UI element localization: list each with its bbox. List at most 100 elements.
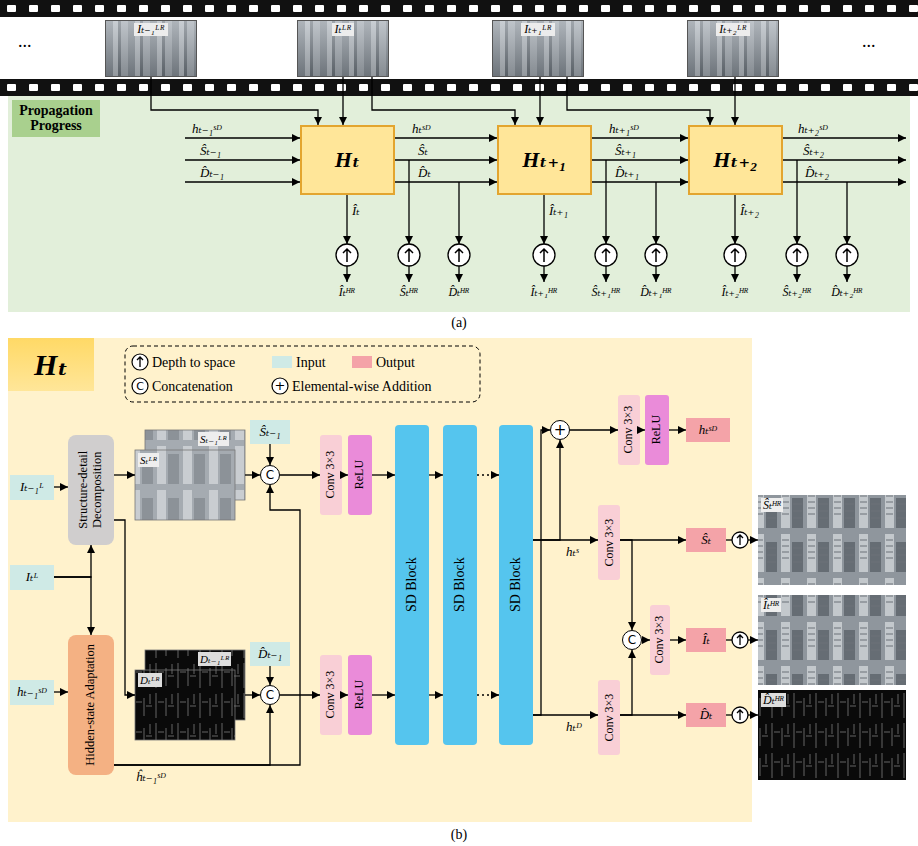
concat-circle: C [260,685,280,705]
wire [726,639,732,640]
relu-layer: ReLU [645,395,669,465]
signal-name: Ŝₜ₊₂ [803,143,824,158]
relu-layer: ReLU [348,655,372,735]
edge-label: D̂ₜ₊₁ [614,165,640,180]
connector [429,694,443,695]
wire [748,714,758,715]
output-wire [734,195,735,244]
conv-layer: Conv 3×3 [650,605,670,675]
input-box: D̂ₜ₋₁ [250,642,290,666]
concat-circle: C [260,465,280,485]
propagation-band: Propagation ProgressHₜHₜ₊₁Hₜ₊₂ [8,96,910,312]
node-label: Hidden-state Adaptation [84,638,98,772]
connector [539,77,540,125]
node-label: SD Block [452,428,467,742]
connector [342,77,343,125]
legend-text: Input [296,355,326,370]
up-arrow-glyph [343,249,851,262]
output-wire [408,266,409,282]
edge-label: hₜˢ [565,544,579,559]
legend-text: Output [376,355,415,370]
output-wire [734,266,735,282]
film-perforation [0,0,918,17]
output-box: Ŝₜ [686,528,726,552]
connector [570,429,618,430]
output-wire [783,181,906,182]
signal-name: D̂ₜ₊₂ [805,165,829,180]
legend-symbol: C [136,380,144,393]
node-label: SD Block [508,428,523,742]
wire [114,474,135,475]
node-label: D̂ₜ₋₁ [258,647,282,661]
output-wire [796,160,797,244]
connector [54,691,68,692]
sd-block: SD Block [443,425,477,745]
connector [151,77,318,125]
input-box: hₜ₋₁ˢᴰ [10,680,54,705]
output-box: hₜˢᴰ [686,418,730,442]
input-wire [185,137,300,138]
output-wire [346,195,347,244]
output-wire [458,266,459,282]
concat-symbol [132,378,148,394]
ellipsis: ... [862,34,876,49]
connector [642,639,650,640]
output-wire [846,266,847,282]
output-box: Îₜ [686,628,726,652]
node-label: Conv 3×3 [324,438,337,512]
signal-name: Îₜ [352,203,360,218]
input-box: Ŝₜ₋₁ [250,420,290,444]
conv-layer: Conv 3×3 [320,435,342,515]
connector [533,430,550,715]
output-wire [543,266,544,282]
connector [533,440,560,540]
connector [54,486,68,487]
panel-heading: Propagation Progress [12,100,100,137]
concat-circle: C [622,630,642,650]
wire [114,520,135,695]
wire [726,539,732,540]
node-label: Conv 3×3 [324,658,337,732]
output-wire [783,159,906,160]
sd-block: SD Block [395,425,429,745]
connector [592,159,688,160]
output-wire [605,160,606,244]
legend-text: Depth to space [152,355,235,370]
hr-frame-image [758,595,906,685]
image-label: D̂ₜᴴᴿ [761,693,786,707]
node-label: C [266,689,274,701]
image-label: Dₜ₋₁ᴸᴿ [198,652,231,666]
connector [114,705,270,765]
edge-label: D̂ₜ [417,165,432,180]
image-label: Sₜᴸᴿ [138,453,159,467]
connector [114,485,300,765]
image-label: Sₜ₋₁ᴸᴿ [198,432,229,446]
up-arrow-glyph [737,535,743,720]
hr-detail-image [758,690,906,780]
node-label: Ŝₜ [701,533,711,547]
legend-frame [125,346,480,402]
signal-name: Îₜ₊₂ [740,203,759,218]
output-wire [543,195,544,244]
connector [269,666,270,685]
node-label: Conv 3×3 [653,608,666,672]
output-name: Ŝₜᴴᴿ [400,285,418,300]
connector [533,539,598,540]
output-wire [408,160,409,244]
input-wire [185,181,300,182]
legend-symbol: + [275,379,286,392]
hr-structure-image [758,495,906,585]
legend-swatch [272,356,292,368]
connector [342,694,348,695]
structure-image [135,450,235,520]
conv-layer: Conv 3×3 [598,505,620,580]
output-wire [458,182,459,244]
connector [395,137,497,138]
addition-symbol [272,378,288,394]
connector [620,540,632,630]
output-name: Îₜ₊₁ᴴᴿ [531,285,558,300]
film-perforation [0,79,918,96]
connector [640,429,645,430]
